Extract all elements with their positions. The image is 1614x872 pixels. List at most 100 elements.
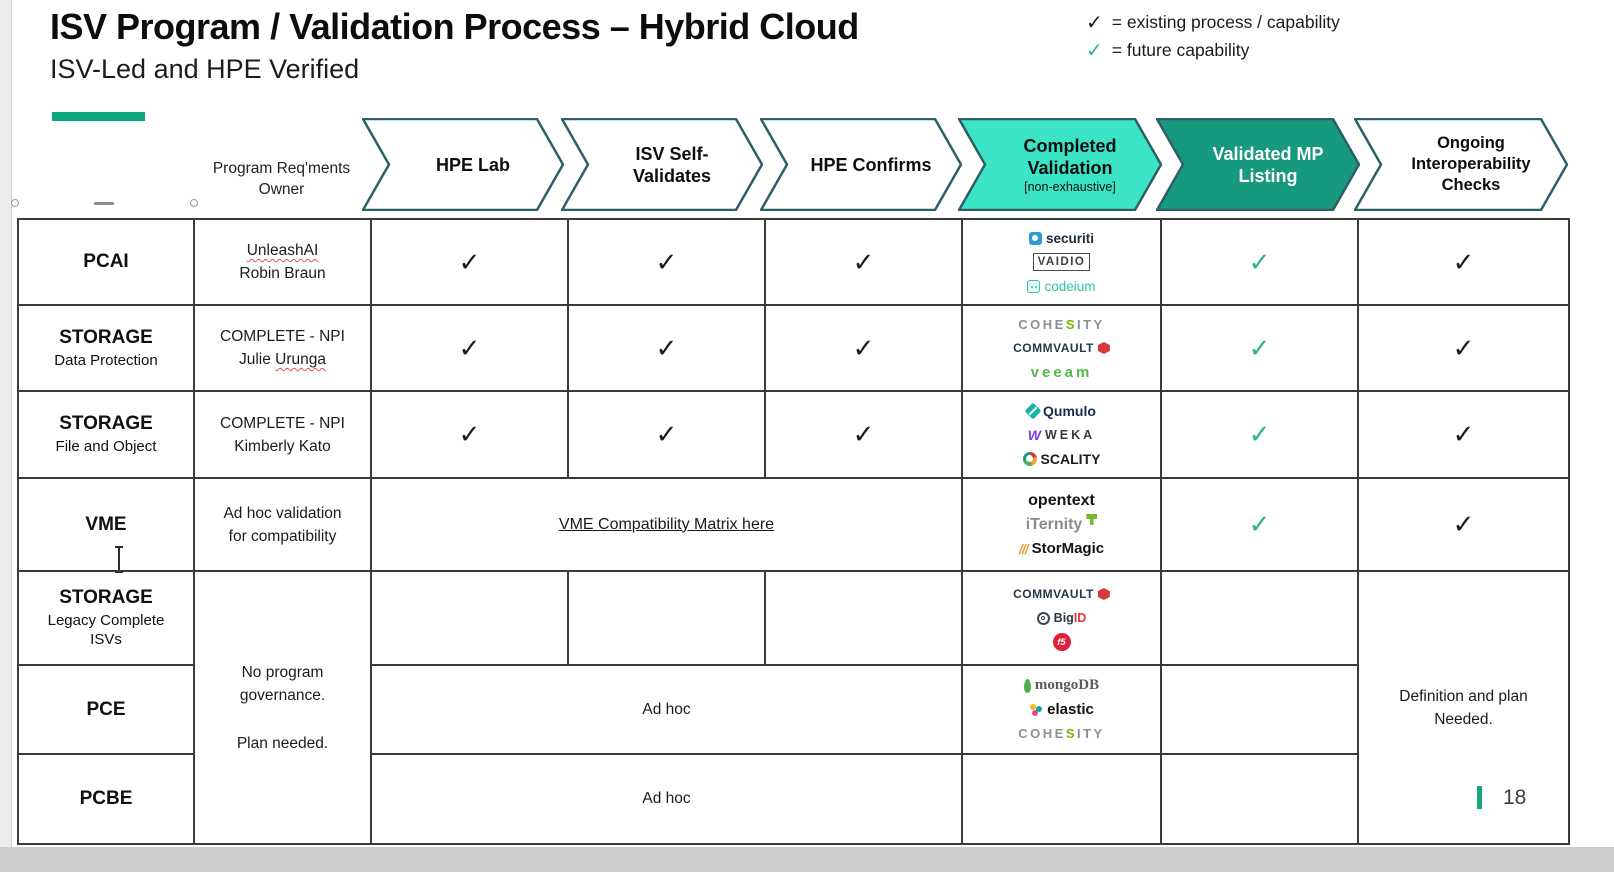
cell-storage-fo-owner: COMPLETE - NPI Kimberly Kato [193, 390, 372, 479]
table-row-storage-legacy: STORAGE Legacy Complete ISVs No program … [17, 570, 1570, 845]
accent-bar [52, 112, 145, 121]
cell-storage-fo-mp-check: ✓ [1160, 390, 1359, 479]
cell-vme-owner: Ad hoc validation for compatibility [193, 477, 372, 572]
chevron-label: HPE Lab [435, 154, 510, 175]
chevron-shape [760, 118, 962, 211]
cell-pcai-confirms-check: ✓ [764, 218, 963, 306]
logo-opentext: opentext [1028, 491, 1095, 509]
check-black-icon: ✓ [655, 419, 678, 449]
row-label-storage-dp: STORAGE Data Protection [17, 304, 195, 392]
chevron-shape [958, 118, 1162, 211]
row-label-storage-fo: STORAGE File and Object [17, 390, 195, 479]
qumulo-icon [1024, 402, 1042, 419]
logo-commvault: COMMVAULT [1013, 584, 1110, 605]
check-black-icon: ✓ [655, 332, 678, 363]
legend-existing-label: = existing process / capability [1111, 11, 1340, 32]
cell-storage-legacy-isv [567, 570, 766, 666]
chevron-shape [1156, 118, 1360, 211]
chevron-shape [1354, 118, 1568, 211]
chevron-hpe-confirms: HPE Confirms [760, 118, 962, 211]
check-black-icon: ✓ [1086, 11, 1103, 34]
cell-shared-owner-note: No program governance. Plan needed. [193, 570, 372, 845]
cell-interop-note: Definition and plan Needed. [1357, 570, 1570, 845]
owner-header-line2: Owner [258, 181, 305, 198]
check-black-icon: ✓ [1452, 246, 1475, 277]
owner-name: Urunga [275, 351, 327, 368]
row-label-pce: PCE [17, 664, 195, 755]
owner-header-line1: Program Req'ments [212, 160, 351, 177]
chevron-hpe-lab: HPE Lab [362, 118, 564, 211]
chevron-completed-validation: Completed Validation [non-exhaustive] [958, 118, 1162, 211]
left-gutter [0, 0, 12, 872]
check-black-icon: ✓ [852, 419, 875, 449]
owner-status: COMPLETE - NPI [220, 414, 345, 432]
cell-storage-legacy-mp [1160, 570, 1359, 666]
cell-vme-matrix-link: VME Compatibility Matrix here [370, 477, 963, 572]
logo-vaidio: VAIDIO [1032, 252, 1091, 273]
check-black-icon: ✓ [458, 332, 481, 363]
chevron-isv-self-validates: ISV Self- Validates [561, 118, 763, 211]
bigid-icon [1036, 611, 1050, 625]
chevron-label: Listing [1238, 165, 1298, 186]
cell-pce-mp [1160, 664, 1359, 755]
logo-bigid: BigID [1036, 608, 1086, 629]
cell-pcai-interop-check: ✓ [1357, 218, 1570, 306]
mongodb-icon [1023, 678, 1031, 693]
owner-name: Kimberly Kato [234, 437, 331, 455]
chevron-shape [561, 118, 763, 211]
f5-icon: f5 [1052, 633, 1071, 651]
page-number: 18 [1503, 786, 1527, 809]
cell-storage-dp-logos: COHESITY COMMVAULT veeam [961, 304, 1162, 392]
owner-status: COMPLETE - NPI [220, 328, 345, 345]
cell-storage-legacy-hpe-lab [370, 570, 569, 666]
validation-matrix-table: PCAI UnleashAI Robin Braun ✓ ✓ ✓ securit… [17, 218, 1570, 845]
check-green-icon: ✓ [1248, 509, 1271, 539]
table-row-vme: VME Ad hoc validation for compatibility … [17, 477, 1570, 572]
cell-storage-fo-confirms-check: ✓ [764, 390, 963, 479]
column-header-owner: Program Req'ments Owner [193, 158, 370, 200]
cell-pcai-hpe-lab-check: ✓ [370, 218, 569, 306]
chevron-shape [362, 118, 564, 211]
commvault-icon [1097, 342, 1110, 354]
commvault-icon [1097, 588, 1110, 600]
owner-name: UnleashAI [246, 242, 319, 259]
logo-stormagic: ///StorMagic [1018, 540, 1105, 557]
vme-compatibility-link[interactable]: VME Compatibility Matrix here [558, 515, 775, 533]
stormagic-icon: /// [1018, 540, 1029, 557]
check-black-icon: ✓ [1452, 509, 1475, 539]
check-black-icon: ✓ [1452, 419, 1475, 449]
check-green-icon: ✓ [1248, 246, 1271, 277]
chevron-validated-mp-listing: Validated MP Listing [1156, 118, 1360, 211]
check-black-icon: ✓ [655, 246, 678, 277]
cell-storage-legacy-logos: COMMVAULT BigID f5 [961, 570, 1162, 666]
chevron-label: Ongoing [1437, 134, 1505, 152]
iternity-icon [1086, 514, 1098, 525]
check-green-icon: ✓ [1086, 39, 1103, 62]
scality-icon [1022, 451, 1037, 466]
cell-storage-dp-isv-check: ✓ [567, 304, 766, 392]
cell-pcai-mp-check: ✓ [1160, 218, 1359, 306]
cell-storage-dp-owner: COMPLETE - NPI Julie Urunga [193, 304, 372, 392]
table-row-pce: PCE Ad hoc mongoDB elastic COHESITY [17, 664, 1569, 755]
check-black-icon: ✓ [852, 246, 875, 277]
cell-pce-logos: mongoDB elastic COHESITY [961, 664, 1162, 755]
selection-handle-icon [11, 199, 19, 207]
row-label-pcai: PCAI [17, 218, 195, 306]
chevron-label: HPE Confirms [810, 154, 932, 175]
check-black-icon: ✓ [458, 419, 481, 449]
cell-storage-dp-confirms-check: ✓ [764, 304, 963, 392]
logo-codeium: codeium [1027, 276, 1096, 297]
cell-pcai-logos: securiti VAIDIO codeium [961, 218, 1162, 306]
cell-vme-interop-check: ✓ [1357, 477, 1570, 572]
cell-storage-legacy-confirms [764, 570, 963, 666]
cell-pcai-owner: UnleashAI Robin Braun [193, 218, 372, 306]
cell-pcai-isv-check: ✓ [567, 218, 766, 306]
cell-vme-logos: opentext iTernity ///StorMagic [961, 477, 1162, 572]
legend-existing: ✓ = existing process / capability [1086, 8, 1340, 36]
table-row-storage-dp: STORAGE Data Protection COMPLETE - NPI J… [17, 304, 1570, 392]
check-green-icon: ✓ [1248, 332, 1271, 363]
chevron-sublabel: [non-exhaustive] [1024, 179, 1116, 194]
logo-commvault: COMMVAULT [1013, 338, 1110, 359]
logo-scality: SCALITY [1022, 448, 1100, 469]
